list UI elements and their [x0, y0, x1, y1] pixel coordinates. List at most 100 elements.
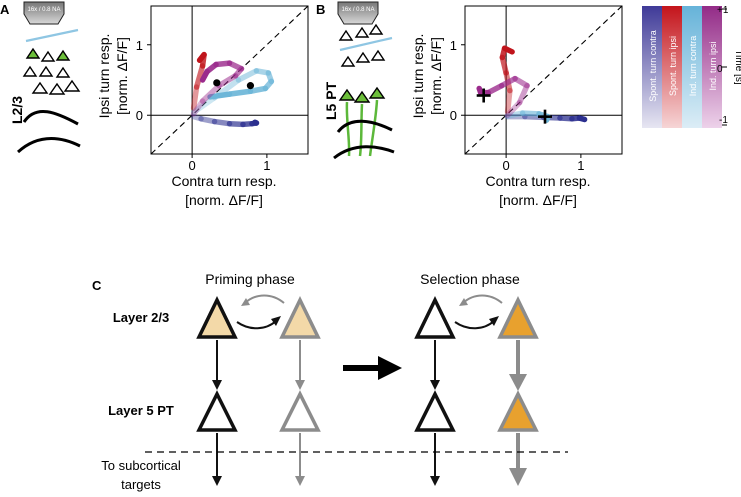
trajectory-segment	[504, 99, 523, 118]
xlabel-a-line2: [norm. ΔF/F]	[185, 192, 263, 208]
xlabel-a-line1: Contra turn resp.	[171, 173, 276, 189]
neuron-l23-right-priming	[279, 295, 321, 339]
chart-panel-a: 0 1 0 1	[136, 5, 309, 173]
neuron-l5-left-selection	[414, 390, 456, 432]
neuron-l5-right-selection	[497, 390, 539, 432]
legend-entry-ind-ipsi: Ind. turn ipsi	[708, 41, 718, 90]
trajectory-segment	[226, 88, 254, 97]
arrowhead	[295, 380, 305, 390]
marker-dot	[213, 79, 221, 87]
time-colorbar-legend: Spont. turn contra Spont. turn ipsi Ind.…	[642, 5, 741, 128]
trajectory-segment	[504, 87, 513, 115]
legend-bar-spont-contra	[642, 6, 662, 128]
xlabel-b-line2: [norm. ΔF/F]	[499, 192, 577, 208]
trajectory-segment	[235, 68, 260, 83]
panel-letter-c: C	[92, 278, 102, 293]
arrowhead	[509, 468, 527, 486]
trajectory-segment	[193, 63, 206, 90]
arrowhead	[459, 298, 468, 306]
x-tick-label: 1	[577, 158, 584, 173]
objective-label: 16x / 0.8 NA	[341, 7, 374, 13]
x-tick-label: 0	[189, 158, 196, 173]
neuron-l5-right-priming	[279, 390, 321, 432]
imaging-plane-line	[339, 36, 393, 52]
trajectory-segment	[199, 68, 210, 83]
legend-bar-ind-contra	[682, 6, 702, 128]
trajectory-segment	[252, 119, 260, 126]
legend-axis-label: Time [s]	[733, 49, 741, 84]
trajectory-segment	[501, 45, 515, 55]
brain-surface-line-2	[333, 145, 395, 160]
brain-surface-line	[336, 119, 393, 133]
pt-dendrites	[345, 99, 379, 157]
neuron-triangles	[22, 47, 81, 95]
legend-tick-minus1: -1	[719, 115, 728, 126]
arrowhead	[430, 380, 440, 390]
arrowhead	[378, 356, 402, 380]
ylabel-b-line2: [norm. ΔF/F]	[428, 37, 444, 115]
x-tick-label: 0	[503, 158, 510, 173]
legend-tick-plus1: +1	[717, 5, 729, 16]
trajectory-segment	[476, 85, 484, 96]
schematic-b: 16x / 0.8 NA L5 PT	[323, 1, 395, 160]
y-tick-label: 0	[136, 108, 143, 123]
x-tick-label: 1	[263, 158, 270, 173]
trajectory-segment	[516, 82, 530, 106]
arrowhead	[489, 316, 499, 326]
plot-frame	[464, 5, 623, 155]
priming-phase-title: Priming phase	[205, 271, 295, 287]
unity-dashed-line	[464, 5, 623, 155]
trajectory-segment	[190, 113, 204, 122]
bottom-label-line1: To subcortical	[101, 458, 181, 473]
circuit-diagram	[145, 294, 568, 486]
neuron-l23-left-selection	[414, 295, 456, 339]
trajectory-segment	[576, 115, 588, 123]
panel-letter-b: B	[316, 2, 325, 17]
arrowhead	[241, 298, 250, 306]
ylabel-a-line2: [norm. ΔF/F]	[114, 37, 130, 115]
schematic-a: 16x / 0.8 NA L2/3	[9, 1, 81, 154]
trajectory-segment	[190, 94, 218, 116]
ylabel-a-line1: Ipsi turn resp.	[96, 34, 112, 119]
xlabel-b-line1: Contra turn resp.	[485, 173, 590, 189]
neuron-l5-left-priming	[196, 390, 238, 432]
objective-icon	[23, 1, 65, 25]
imaging-plane-line	[25, 28, 79, 43]
selection-phase-title: Selection phase	[420, 271, 520, 287]
legend-entry-ind-contra: Ind. turn contra	[688, 36, 698, 97]
trajectory-segment	[190, 84, 200, 111]
neuron-active-icon	[368, 86, 386, 99]
marker-dot	[246, 82, 255, 90]
panel-letter-a: A	[0, 2, 10, 17]
ylabel-b-line1: Ipsi turn resp.	[410, 34, 426, 119]
neuron-active-icon	[338, 88, 356, 101]
legend-entry-spont-contra: Spont. turn contra	[648, 30, 658, 102]
arrowhead	[271, 316, 281, 326]
legend-entry-spont-ipsi: Spont. turn ipsi	[668, 36, 678, 96]
layer-label-b: L5 PT	[323, 81, 339, 120]
arrowhead	[295, 476, 305, 486]
recurrent-arrow-gray	[244, 294, 285, 304]
neuron-l23-right-selection	[497, 295, 539, 339]
trajectory-segment	[207, 91, 233, 100]
unity-dashed-line	[150, 5, 309, 155]
trajectory-segment	[216, 73, 239, 89]
y-tick-label: 0	[450, 108, 457, 123]
y-tick-label: 1	[136, 38, 143, 53]
trajectory-segment	[190, 98, 206, 117]
recurrent-arrow-gray	[462, 294, 503, 304]
arrowhead	[212, 476, 222, 486]
layer-label-a: L2/3	[9, 96, 25, 124]
neuron-active-icon	[25, 47, 41, 59]
neuron-triangles	[338, 23, 386, 103]
neuron-l23-left-priming	[196, 295, 238, 339]
neuron-active-icon	[353, 90, 371, 103]
plot-frame	[150, 5, 309, 155]
brain-surface-line-2	[16, 137, 81, 154]
recurrent-arrow-black	[454, 320, 495, 330]
objective-label: 16x / 0.8 NA	[27, 7, 60, 13]
arrowhead	[430, 476, 440, 486]
neuron-active-icon	[55, 49, 71, 61]
